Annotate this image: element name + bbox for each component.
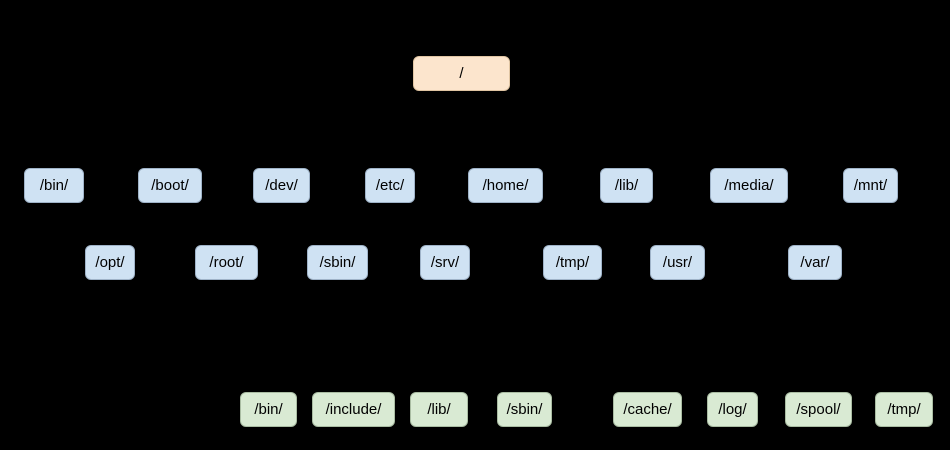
dir-node-sub-bin: /bin/ bbox=[240, 392, 297, 427]
dir-node-opt: /opt/ bbox=[85, 245, 135, 280]
dir-node-root-home: /root/ bbox=[195, 245, 258, 280]
dir-node-dev: /dev/ bbox=[253, 168, 310, 203]
dir-node-sub-cache: /cache/ bbox=[613, 392, 682, 427]
dir-node-media: /media/ bbox=[710, 168, 788, 203]
dir-node-mnt: /mnt/ bbox=[843, 168, 898, 203]
dir-node-root: / bbox=[413, 56, 510, 91]
dir-node-usr: /usr/ bbox=[650, 245, 705, 280]
dir-node-boot: /boot/ bbox=[138, 168, 202, 203]
dir-node-srv: /srv/ bbox=[420, 245, 470, 280]
dir-node-sub-sbin: /sbin/ bbox=[497, 392, 552, 427]
dir-node-lib: /lib/ bbox=[600, 168, 653, 203]
dir-node-tmp: /tmp/ bbox=[543, 245, 602, 280]
dir-node-etc: /etc/ bbox=[365, 168, 415, 203]
dir-node-sbin: /sbin/ bbox=[307, 245, 368, 280]
dir-node-sub-spool: /spool/ bbox=[785, 392, 852, 427]
dir-node-bin: /bin/ bbox=[24, 168, 84, 203]
dir-node-sub-log: /log/ bbox=[707, 392, 758, 427]
dir-node-home: /home/ bbox=[468, 168, 543, 203]
dir-node-var: /var/ bbox=[788, 245, 842, 280]
dir-node-sub-lib: /lib/ bbox=[410, 392, 468, 427]
dir-node-sub-include: /include/ bbox=[312, 392, 395, 427]
dir-node-sub-tmp: /tmp/ bbox=[875, 392, 933, 427]
